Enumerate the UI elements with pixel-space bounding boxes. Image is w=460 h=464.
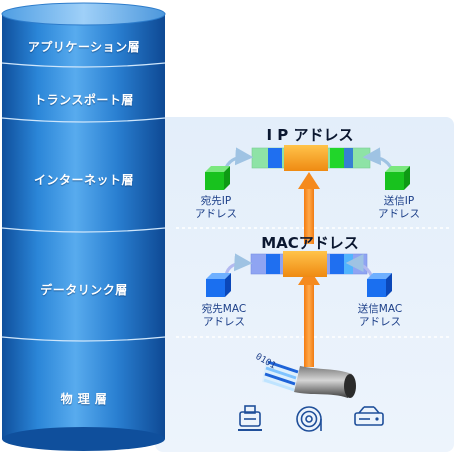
up-arrow-mac-to-ip	[298, 172, 320, 244]
layer-label-transport: トランスポート層	[34, 93, 134, 107]
ip-address-title: I P アドレス	[266, 126, 354, 144]
layer-separator	[1, 227, 166, 233]
dest-mac-caption: 宛先MAC アドレス	[201, 303, 247, 328]
src-mac-cube-icon	[367, 273, 392, 297]
mac-address-title: MACアドレス	[261, 234, 359, 252]
layer-separator	[1, 336, 166, 342]
layer-cylinder	[1, 2, 166, 451]
coiled-cable-icon	[296, 406, 322, 432]
layer-label-application: アプリケーション層	[27, 40, 141, 54]
ip-packet-frame	[251, 145, 371, 171]
layer-label-datalink: データリンク層	[40, 283, 128, 297]
layer-label-internet: インターネット層	[33, 173, 134, 187]
dest-ip-caption: 宛先IP アドレス	[195, 195, 237, 220]
src-ip-cube-icon	[385, 166, 410, 190]
dest-mac-pointer-arrow	[224, 253, 253, 276]
src-mac-caption: 送信MAC アドレス	[357, 303, 403, 328]
dest-mac-cube-icon	[206, 273, 231, 297]
layer-separator	[1, 62, 166, 68]
dest-ip-cube-icon	[205, 166, 230, 190]
mac-frame	[250, 251, 368, 277]
layer-label-physical: 物 理 層	[60, 392, 108, 406]
network-device-icon	[354, 406, 384, 426]
ethernet-port-icon	[238, 405, 262, 431]
layer-separator	[1, 117, 166, 123]
src-ip-caption: 送信IP アドレス	[378, 195, 420, 220]
